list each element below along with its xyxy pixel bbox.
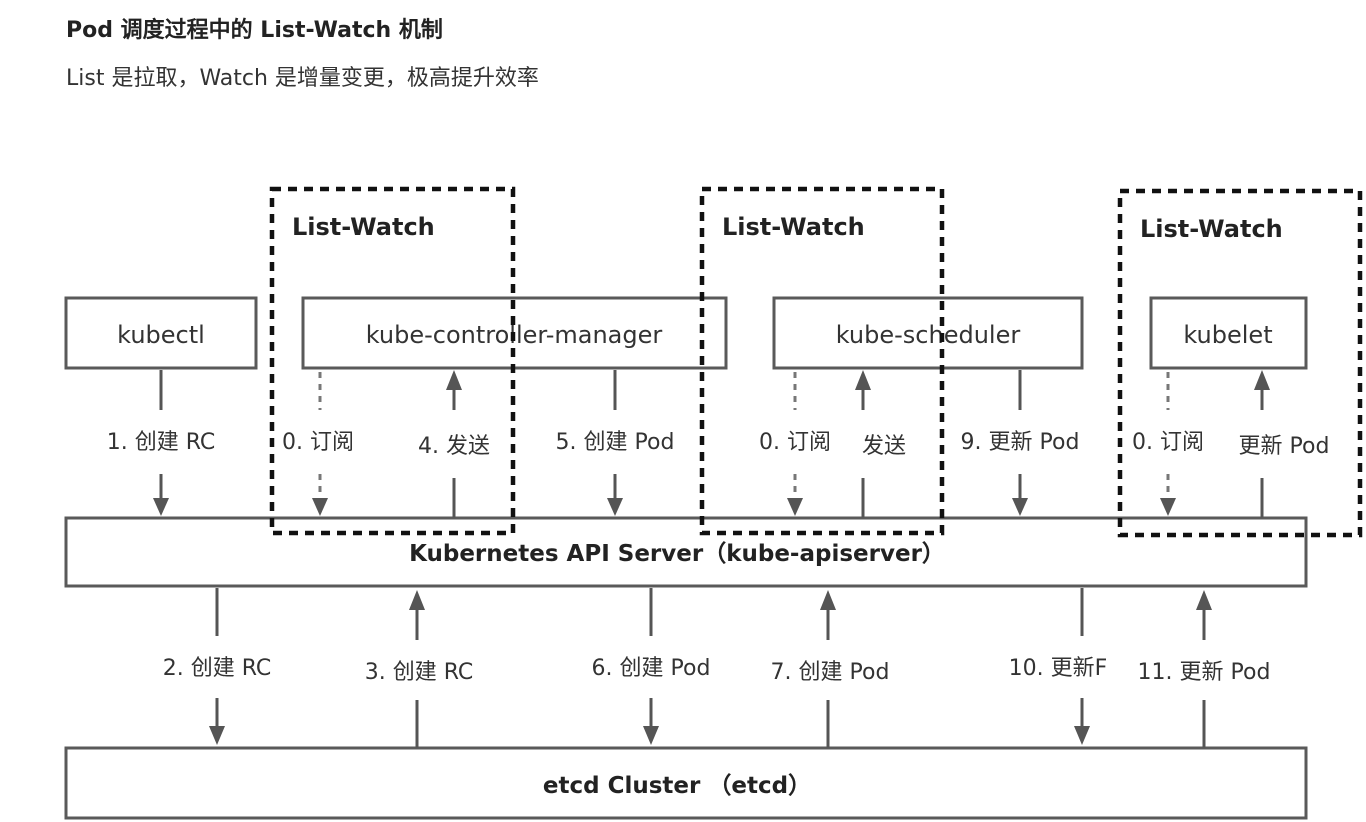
arrow-up-head	[1254, 370, 1270, 390]
edge-label: 发送	[862, 434, 906, 459]
etcd-box	[64, 746, 1308, 820]
edge-label: 7. 创建 Pod	[771, 660, 890, 685]
edge-label: 0. 订阅	[1132, 430, 1204, 455]
arrow-down-head	[1012, 498, 1028, 516]
page-subtitle: List 是拉取，Watch 是增量变更，极高提升效率	[66, 66, 539, 91]
kubectl-box	[64, 296, 258, 370]
list-watch-group-scheduler	[699, 186, 945, 536]
edge-label: 4. 发送	[418, 434, 490, 459]
arrow-down-head	[787, 498, 803, 516]
page-title: Pod 调度过程中的 List-Watch 机制	[66, 18, 443, 43]
scheduler-box	[772, 296, 1084, 370]
kubelet-label: kubelet	[1183, 321, 1272, 349]
edge-label: 0. 订阅	[759, 430, 831, 455]
edge-label: 更新 Pod	[1239, 434, 1330, 459]
arrow-up-head	[855, 370, 871, 390]
arrow-down-head	[1160, 498, 1176, 516]
edge-label: 2. 创建 RC	[163, 656, 272, 681]
kubectl-label: kubectl	[117, 321, 205, 349]
arrow-down-head	[607, 498, 623, 516]
arrow-down-head	[643, 726, 659, 745]
edge-label: 9. 更新 Pod	[961, 430, 1080, 455]
list-watch-label: List-Watch	[1140, 215, 1283, 243]
edge-label: 10. 更新F	[1009, 656, 1108, 681]
edge-label: 0. 订阅	[282, 430, 354, 455]
arrow-up-head	[820, 590, 836, 610]
api-server-label: Kubernetes API Server（kube-apiserver）	[409, 540, 945, 567]
edge-label: 6. 创建 Pod	[592, 656, 711, 681]
api-server-box	[64, 516, 1308, 588]
kubelet-box	[1149, 296, 1308, 370]
arrow-down-head	[312, 498, 328, 516]
label-background	[1112, 650, 1302, 686]
arrow-down-head	[153, 498, 169, 516]
list-watch-label: List-Watch	[292, 213, 435, 241]
scheduler-label: kube-scheduler	[836, 321, 1021, 349]
arrow-up-head	[409, 590, 425, 610]
etcd-label: etcd Cluster （etcd）	[543, 772, 811, 799]
edge-label: 3. 创建 RC	[365, 660, 474, 685]
edge-label: 1. 创建 RC	[107, 430, 216, 455]
list-watch-label: List-Watch	[722, 213, 865, 241]
list-watch-group-kubelet	[1117, 188, 1363, 538]
list-watch-group-controller	[269, 186, 516, 536]
arrow-up-head	[1196, 590, 1212, 610]
edge-label: 11. 更新 Pod	[1138, 660, 1271, 685]
arrow-up-head	[446, 370, 462, 390]
arrow-down-head	[1074, 726, 1090, 745]
edge-label: 5. 创建 Pod	[556, 430, 675, 455]
arrow-down-head	[209, 726, 225, 745]
